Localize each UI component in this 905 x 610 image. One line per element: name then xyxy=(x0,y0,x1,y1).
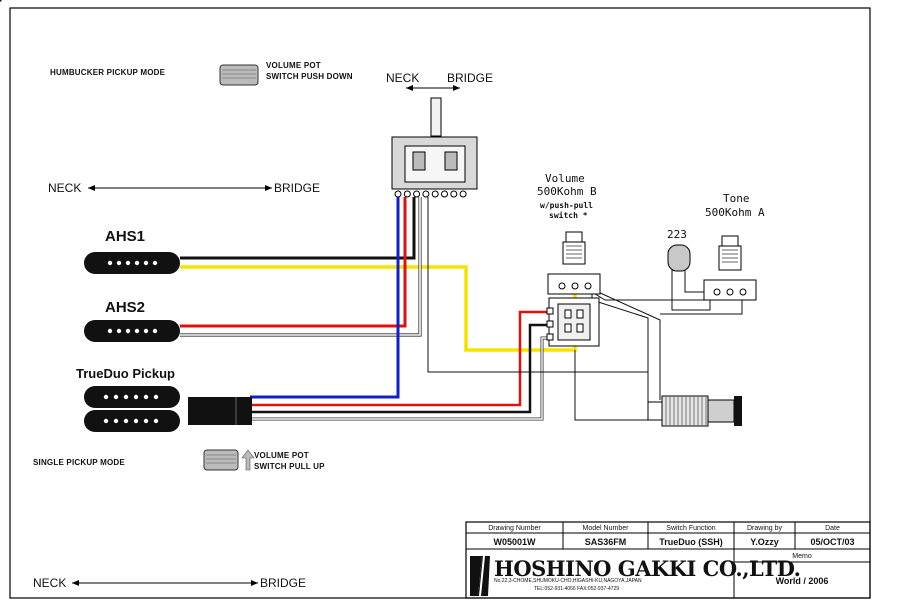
wire-switch-out xyxy=(427,197,648,373)
wire-ahs2-white xyxy=(180,197,421,336)
sp-pot-label-1: VOLUME POT xyxy=(254,451,309,460)
pole-piece xyxy=(133,394,139,400)
switch-lug xyxy=(431,190,439,198)
tone-label-2: 500Kohm A xyxy=(705,206,765,219)
switch-lug xyxy=(459,190,467,198)
tone-pot xyxy=(703,235,757,301)
volume-label-1: Volume xyxy=(545,172,585,185)
pole-piece xyxy=(103,394,109,400)
tb-header-drawing-by: Drawing by xyxy=(746,525,782,532)
pole-piece xyxy=(116,328,122,334)
hb-pot-label-2: SWITCH PUSH DOWN xyxy=(266,72,353,81)
switch-bridge-label: BRIDGE xyxy=(447,71,494,85)
switch-lug xyxy=(422,190,430,198)
hb-pot-label-1: VOLUME POT xyxy=(266,61,321,70)
company-logo-icon xyxy=(470,555,490,597)
pole-piece xyxy=(125,328,131,334)
volume-pot xyxy=(546,231,601,347)
trueduo-pickup xyxy=(84,386,252,432)
diagram-frame xyxy=(9,7,871,599)
pole-piece xyxy=(153,418,159,424)
hb-axis-bridge: BRIDGE xyxy=(274,181,321,195)
pole-piece xyxy=(113,418,119,424)
title-block xyxy=(465,521,871,599)
capacitor xyxy=(667,244,691,272)
ahs1-label: AHS1 xyxy=(105,228,146,245)
pole-piece xyxy=(134,260,140,266)
tb-drawing-by: Y.Ozzy xyxy=(750,537,779,547)
tb-header-drawing-number: Drawing Number xyxy=(488,525,541,532)
sp-mode-title: SINGLE PICKUP MODE xyxy=(33,458,125,467)
hb-axis-neck: NECK xyxy=(48,181,82,195)
tone-label-1: Tone xyxy=(723,192,750,205)
ahs2-label: AHS2 xyxy=(105,299,146,316)
volume-pot-pull-icon xyxy=(203,449,255,471)
switch-lug xyxy=(450,190,458,198)
company-address: No.22,3-CHOME,SHUMOKU-CHO,HIGASHI-KU,NAG… xyxy=(494,578,642,584)
capacitor-label: 223 xyxy=(667,228,687,241)
wire-trueduo-blue xyxy=(250,197,400,399)
tb-header-date: Date xyxy=(825,525,840,532)
wire-trueduo-black xyxy=(250,323,550,414)
ahs1-pickup xyxy=(84,252,180,274)
pole-piece xyxy=(143,418,149,424)
volume-pot-push-icon xyxy=(219,64,259,86)
single-mode-grid xyxy=(0,0,2,2)
pole-piece xyxy=(107,328,113,334)
switch-lug xyxy=(413,190,421,198)
company-name: HOSHINO GAKKI CO.,LTD. xyxy=(494,556,801,581)
switch-lug xyxy=(441,190,448,198)
five-way-switch xyxy=(391,85,478,198)
trueduo-label: TrueDuo Pickup xyxy=(76,366,175,381)
wire-trueduo-red xyxy=(250,310,550,407)
sp-pot-label-2: SWITCH PULL UP xyxy=(254,462,325,471)
pole-piece xyxy=(123,418,129,424)
pole-piece xyxy=(113,394,119,400)
switch-neck-label: NECK xyxy=(386,71,420,85)
pole-piece xyxy=(123,394,129,400)
wire-ahs1-black xyxy=(180,197,416,260)
wire-ahs2-red xyxy=(180,197,407,328)
tb-switch-function: TrueDuo (SSH) xyxy=(659,537,723,547)
tb-header-switch-function: Switch Function xyxy=(666,525,716,532)
undefined-cell-2-4b xyxy=(0,0,2,2)
tb-date: 05/OCT/03 xyxy=(810,537,855,547)
pole-piece xyxy=(143,260,149,266)
volume-label-3: w/push-pull xyxy=(540,201,593,210)
sp-axis-neck: NECK xyxy=(33,576,67,590)
hb-mode-title: HUMBUCKER PICKUP MODE xyxy=(50,68,166,77)
wire-ahs1-yellow xyxy=(180,265,577,352)
tb-header-model-number: Model Number xyxy=(582,525,629,532)
pole-piece xyxy=(107,260,113,266)
pole-piece xyxy=(152,328,158,334)
pole-piece xyxy=(153,394,159,400)
wire-trueduo-white xyxy=(250,337,550,420)
volume-label-2: 500Kohm B xyxy=(537,185,597,198)
pole-piece xyxy=(103,418,109,424)
tb-memo-label: Memo xyxy=(792,553,812,560)
pole-piece xyxy=(152,260,158,266)
volume-label-4: switch * xyxy=(549,211,588,220)
switch-lug xyxy=(394,190,402,198)
sp-axis-bridge: BRIDGE xyxy=(260,576,307,590)
pole-piece xyxy=(143,328,149,334)
tb-model-number: SAS36FM xyxy=(584,537,627,547)
switch-lug xyxy=(403,190,411,198)
pole-piece xyxy=(133,418,139,424)
ahs2-pickup xyxy=(84,320,180,342)
pole-piece xyxy=(134,328,140,334)
output-jack xyxy=(647,395,742,427)
pole-piece xyxy=(143,394,149,400)
pole-piece xyxy=(116,260,122,266)
tb-memo-value: World / 2006 xyxy=(775,576,829,586)
tb-drawing-number: W05001W xyxy=(493,537,536,547)
company-phone: TEL:052-931-4066 FAX:052-937-4729 xyxy=(534,586,620,592)
pole-piece xyxy=(125,260,131,266)
